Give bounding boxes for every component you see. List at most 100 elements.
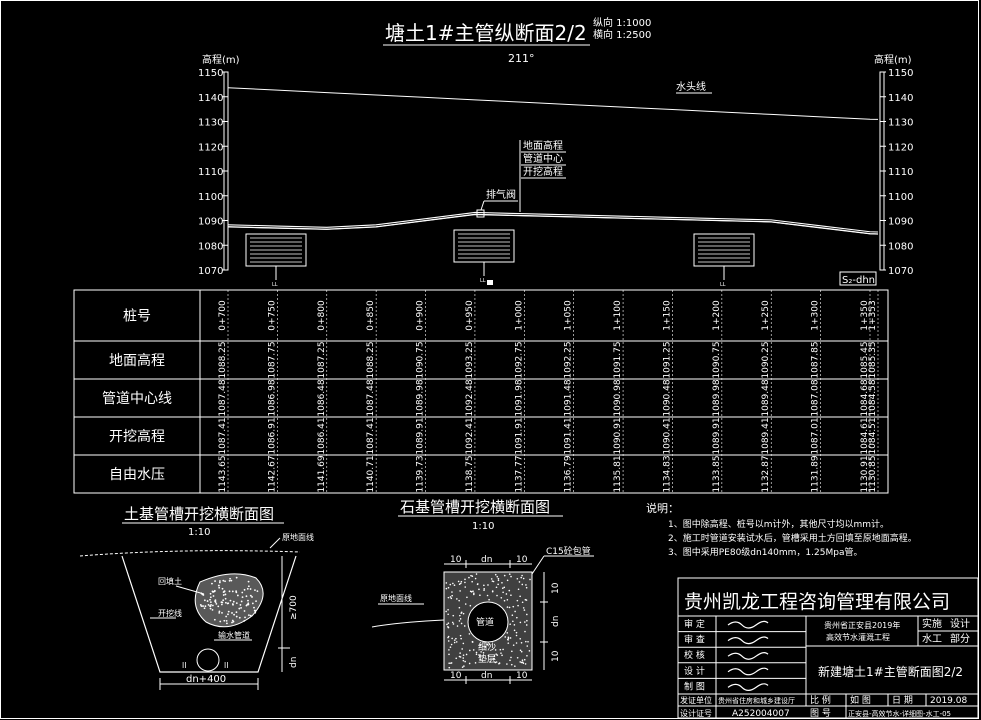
speckle-dot <box>460 580 463 583</box>
speckle-dot <box>241 596 244 599</box>
speckle-dot <box>478 588 480 591</box>
table-cell: 1091.91 <box>514 417 524 454</box>
table-cell: 1089.91 <box>416 417 426 454</box>
speckle-dot <box>493 655 496 657</box>
table-row-label: 桩号 <box>123 308 151 325</box>
speckle-dot <box>496 654 499 656</box>
tb-project-2: 高效节水灌溉工程 <box>826 632 890 642</box>
soil-mark-b: ll <box>224 661 228 670</box>
speckle-dot <box>226 602 229 605</box>
speckle-dot <box>458 599 460 602</box>
speckle-dot <box>211 608 214 611</box>
speckle-dot <box>469 604 472 607</box>
speckle-dot <box>199 604 202 606</box>
table-cell: 1089.41 <box>761 417 771 454</box>
speckle-dot <box>495 586 498 589</box>
table-cell: 1140.71 <box>366 455 376 492</box>
table-row-label: 地面高程 <box>109 352 165 369</box>
speckle-dot <box>224 580 226 583</box>
backfill-leader <box>175 585 205 595</box>
speckle-dot <box>219 580 221 582</box>
speckle-dot <box>206 600 209 602</box>
speckle-dot <box>209 598 211 601</box>
axis-tick-label: 1100 <box>198 192 223 203</box>
legend-pipe: 管道中心 <box>523 152 563 165</box>
speckle-dot <box>500 652 502 654</box>
speckle-dot <box>471 580 473 583</box>
axis-tick-label: 1130 <box>888 118 913 129</box>
speckle-dot <box>474 577 477 580</box>
speckle-dot <box>475 573 478 575</box>
speckle-dot <box>501 587 504 590</box>
speckle-dot <box>227 613 229 616</box>
speckle-dot <box>222 579 225 582</box>
speckle-dot <box>255 600 257 603</box>
speckle-dot <box>453 584 456 587</box>
speckle-dot <box>476 583 479 586</box>
speckle-dot <box>464 578 466 581</box>
tb-date-label: 日 期 <box>892 695 913 706</box>
rock-mark: LL <box>480 278 486 284</box>
speckle-dot <box>244 616 246 619</box>
speckle-dot <box>471 575 474 578</box>
speckle-dot <box>222 594 225 596</box>
speckle-dot <box>447 626 449 628</box>
table-cell: 1131.89 <box>811 455 821 492</box>
table-cell: 1087.01 <box>811 417 821 454</box>
table-cell: 1090.91 <box>613 417 623 454</box>
speckle-dot <box>497 579 500 582</box>
speckle-dot <box>509 659 511 662</box>
speckle-dot <box>453 641 456 644</box>
note-3: 3、图中采用PE80级dn140mm，1.25Mpa管。 <box>668 546 862 558</box>
table-cell: 1087.75 <box>267 341 277 378</box>
speckle-dot <box>243 610 246 612</box>
table-cell: 1089.98 <box>712 379 722 416</box>
profile-table: 桩号地面高程管道中心线开挖高程自由水压0+7001088.251087.4810… <box>73 289 889 494</box>
speckle-dot <box>520 650 523 653</box>
speckle-dot <box>447 608 449 611</box>
table-frame <box>73 289 889 494</box>
speckle-dot <box>524 621 526 623</box>
speckle-dot <box>502 648 504 651</box>
speckle-dot <box>473 592 475 594</box>
table-cell: 0+800 <box>317 300 327 331</box>
rock-mark: LL <box>720 282 726 288</box>
tb-sign-label: 发证单位 <box>680 695 712 705</box>
speckle-dot <box>461 666 464 668</box>
speckle-dot <box>520 642 523 644</box>
table-cell: 1132.87 <box>761 455 771 492</box>
speckle-dot <box>510 663 513 666</box>
scale-horizontal: 横向 1:2500 <box>593 28 651 41</box>
rock-pipe-label: 管道 <box>476 616 494 628</box>
note-2: 2、施工时管道安装试水后，管槽采用土方回填至原地面高程。 <box>668 532 917 544</box>
speckle-dot <box>445 587 448 590</box>
speckle-dot <box>455 657 458 660</box>
table-cell: 1130.85 <box>868 455 878 492</box>
speckle-dot <box>506 606 509 608</box>
speckle-dot <box>504 636 507 638</box>
rock-dim-top-dn: dn <box>481 555 492 565</box>
table-cell: 1141.69 <box>317 455 327 492</box>
speckle-dot <box>249 594 252 597</box>
speckle-dot <box>487 654 490 657</box>
speckle-dot <box>202 605 204 607</box>
speckle-dot <box>215 602 218 605</box>
speckle-dot <box>448 666 451 669</box>
rock-section-title: 石基管槽开挖横断面图 <box>400 498 550 516</box>
speckle-dot <box>525 584 527 586</box>
speckle-dot <box>449 646 452 648</box>
speckle-dot <box>486 594 489 597</box>
axis-tick-label: 1150 <box>888 68 913 79</box>
tb-signature <box>727 620 769 629</box>
speckle-dot <box>512 644 515 646</box>
table-cell: 1092.25 <box>564 341 574 378</box>
speckle-dot <box>211 582 213 585</box>
soil-ground-leader <box>269 537 281 549</box>
tb-project-1: 贵州省正安县2019年 <box>824 620 900 630</box>
axis-tick-label: 1150 <box>198 68 223 79</box>
table-cell: 1+353 <box>868 300 878 330</box>
speckle-dot <box>510 575 512 578</box>
table-cell: 1089.98 <box>416 379 426 416</box>
speckle-dot <box>496 575 499 578</box>
speckle-dot <box>516 599 519 602</box>
